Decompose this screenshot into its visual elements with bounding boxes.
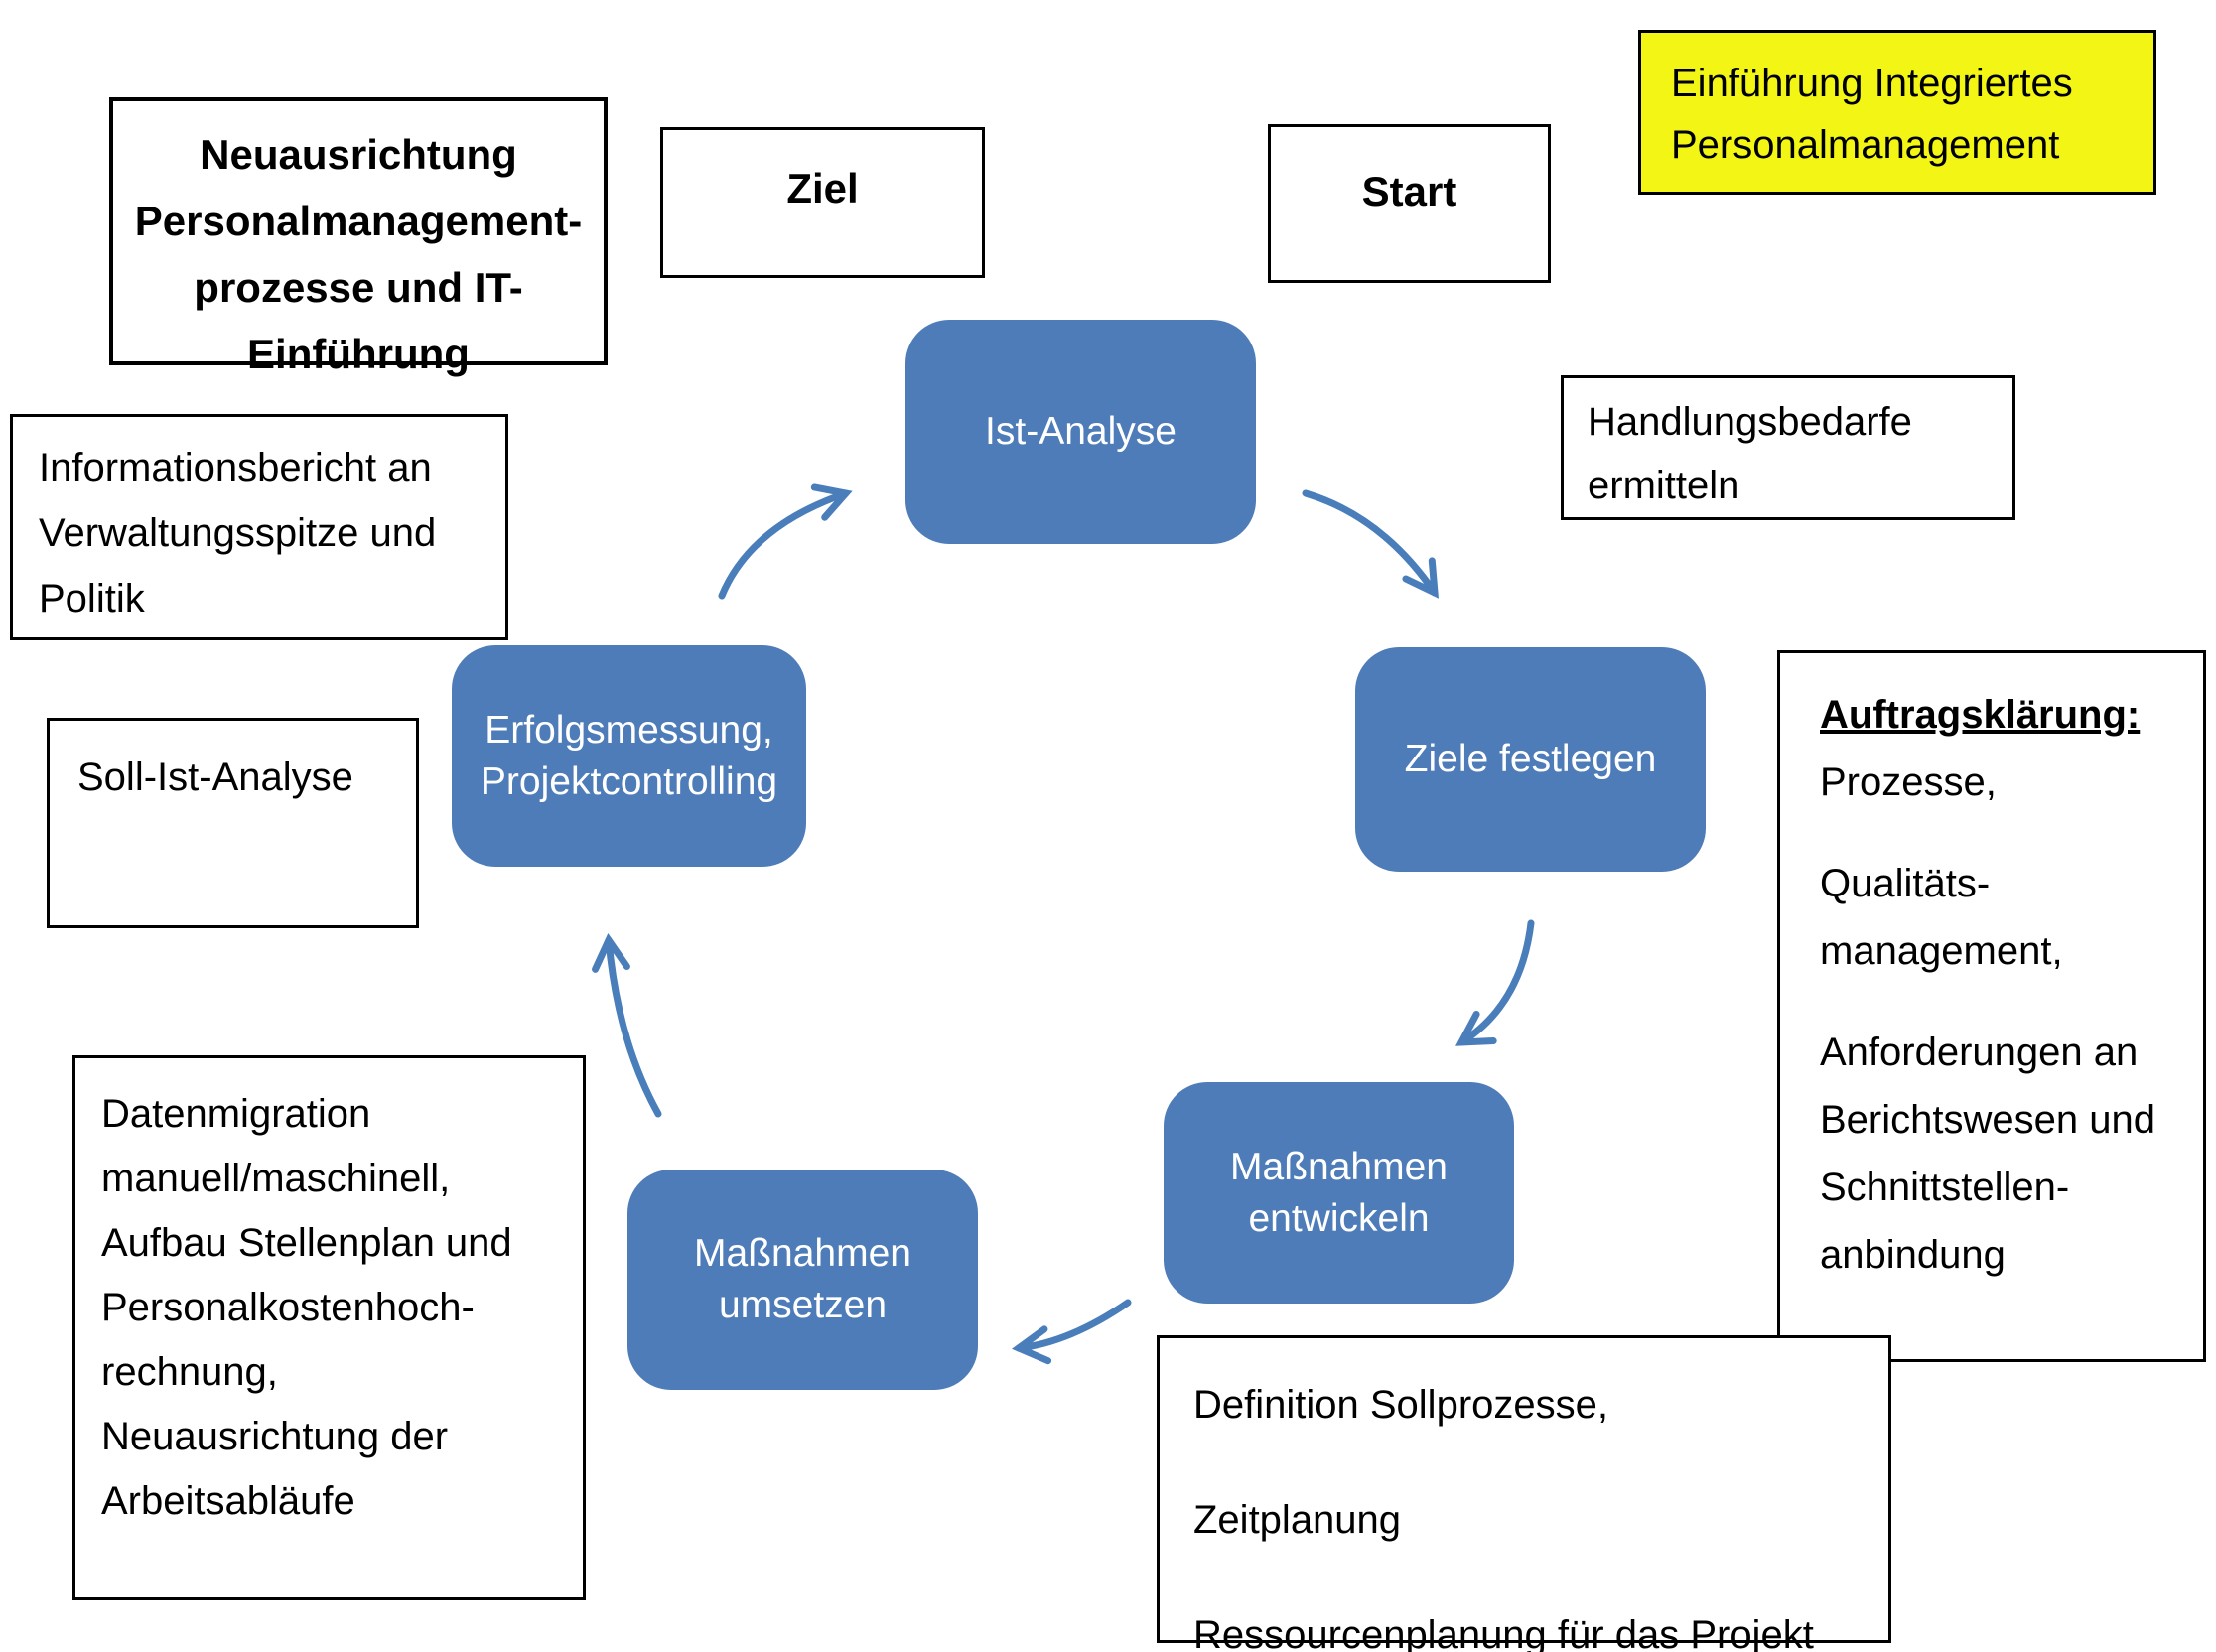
goal-box: Ziel xyxy=(660,127,985,278)
auftragsklaerung-heading: Auftragsklärung: xyxy=(1820,693,2141,737)
note-line: Einführung Integriertes xyxy=(1671,62,2073,105)
note-line: Einführung xyxy=(247,331,470,377)
goal-label: Ziel xyxy=(786,165,859,211)
handlungsbedarfe-note: Handlungsbedarfe ermitteln xyxy=(1561,375,2015,520)
note-line: Neuausrichtung xyxy=(200,131,517,178)
note-line: manuell/maschinell, xyxy=(101,1157,451,1200)
note-line: Informationsbericht an xyxy=(39,446,432,489)
cycle-node-erfolgsmessung: Erfolgsmessung, Projektcontrolling xyxy=(452,645,806,867)
arrow-erfolgsmessung-to-ist-analyse-icon xyxy=(718,483,853,600)
note-line: Aufbau Stellenplan und xyxy=(101,1221,512,1265)
info-report-note: Informationsbericht an Verwaltungsspitze… xyxy=(10,414,508,640)
note-line: ermitteln xyxy=(1588,464,1740,507)
note-line: Ressourcenplanung für das Projekt xyxy=(1193,1613,1814,1652)
arrow-entwickeln-to-umsetzen-icon xyxy=(1011,1299,1132,1365)
note-line: prozesse und IT- xyxy=(194,264,523,311)
arrow-ziele-to-entwickeln-icon xyxy=(1455,919,1535,1046)
note-line: rechnung, xyxy=(101,1350,278,1394)
note-line: Datenmigration xyxy=(101,1092,371,1136)
node-label: Maßnahmen xyxy=(1230,1145,1448,1188)
start-box: Start xyxy=(1268,124,1551,283)
cycle-node-ziele-festlegen: Ziele festlegen xyxy=(1355,647,1706,872)
cycle-node-massnahmen-entwickeln: Maßnahmen entwickeln xyxy=(1164,1082,1514,1304)
note-line: Arbeitsabläufe xyxy=(101,1479,355,1523)
node-label: Erfolgsmessung, xyxy=(485,708,773,752)
node-label: umsetzen xyxy=(718,1284,888,1326)
note-line: Handlungsbedarfe xyxy=(1588,400,1912,444)
soll-ist-note: Soll-Ist-Analyse xyxy=(47,718,419,928)
note-line: Verwaltungsspitze und xyxy=(39,511,437,555)
note-line: anbindung xyxy=(1820,1233,2006,1277)
cycle-node-massnahmen-umsetzen: Maßnahmen umsetzen xyxy=(627,1170,978,1390)
node-label: entwickeln xyxy=(1248,1196,1430,1240)
auftragsklaerung-note: Auftragsklärung: Prozesse, Qualitäts- ma… xyxy=(1777,650,2206,1362)
node-label: Ist-Analyse xyxy=(985,410,1177,453)
note-line: Anforderungen an xyxy=(1820,1031,2139,1074)
project-title-note: Neuausrichtung Personalmanagement- proze… xyxy=(109,97,608,377)
node-label: Maßnahmen xyxy=(694,1232,911,1275)
note-line: Politik xyxy=(39,577,145,620)
note-line: Zeitplanung xyxy=(1193,1498,1402,1542)
note-line: Prozesse, xyxy=(1820,760,1997,804)
note-line: management, xyxy=(1820,929,2063,973)
datenmigration-note: Datenmigration manuell/maschinell, Aufba… xyxy=(72,1055,586,1600)
note-line: Soll-Ist-Analyse xyxy=(77,756,353,799)
note-line: Neuausrichtung der xyxy=(101,1415,449,1458)
note-line: Qualitäts- xyxy=(1820,862,1991,905)
note-line: Personalmanagement- xyxy=(134,198,583,244)
note-line: Personalmanagement xyxy=(1671,123,2060,167)
start-label: Start xyxy=(1361,168,1457,214)
note-line: Schnittstellen- xyxy=(1820,1166,2070,1209)
cycle-node-ist-analyse: Ist-Analyse xyxy=(905,320,1256,544)
arrow-umsetzen-to-erfolgsmessung-icon xyxy=(592,932,662,1118)
note-line: Berichtswesen und xyxy=(1820,1098,2155,1142)
definition-sollprozesse-note: Definition Sollprozesse, Zeitplanung Res… xyxy=(1157,1335,1891,1652)
highlight-note: Einführung Integriertes Personalmanageme… xyxy=(1638,30,2156,195)
node-label: Projektcontrolling xyxy=(480,759,778,803)
arrow-ist-analyse-to-ziele-icon xyxy=(1302,489,1440,599)
note-line: Personalkostenhoch- xyxy=(101,1286,475,1329)
node-label: Ziele festlegen xyxy=(1404,738,1657,780)
note-line: Definition Sollprozesse, xyxy=(1193,1383,1608,1427)
